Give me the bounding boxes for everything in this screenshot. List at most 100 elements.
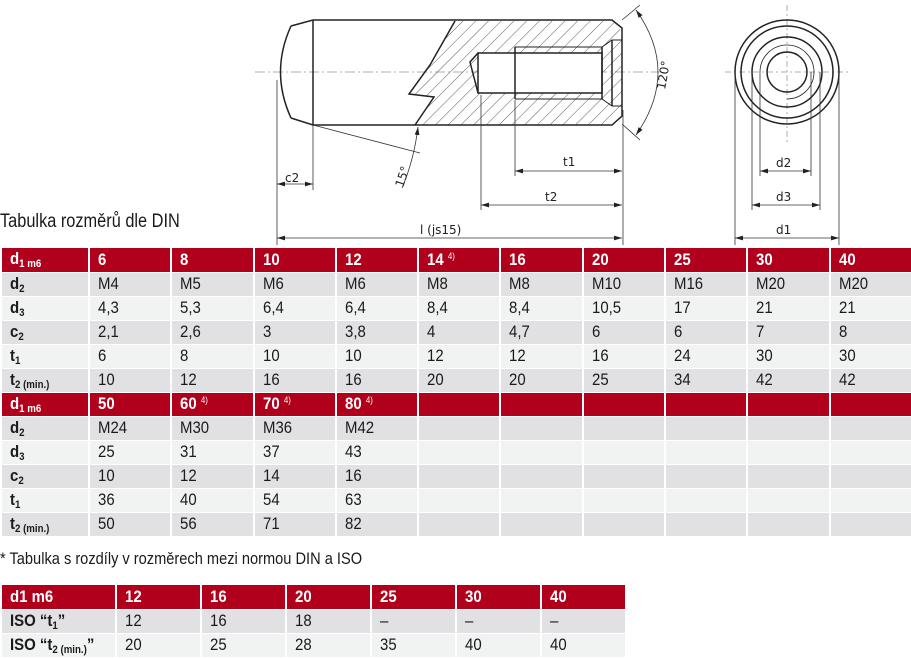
table-cell: M8: [499, 272, 584, 297]
header-cell: 8: [170, 248, 255, 273]
table-cell: 4,3: [87, 296, 173, 321]
table-cell: M24: [87, 416, 173, 441]
table-cell: [499, 512, 584, 537]
table-cell: 12: [115, 609, 202, 634]
table-cell: 37: [252, 440, 337, 465]
table-cell: 5,3: [170, 296, 255, 321]
table-cell: 24: [664, 344, 749, 369]
table-cell: 20: [499, 368, 584, 393]
table-cell: 40: [170, 488, 255, 513]
table-cell: [417, 464, 502, 489]
header-cell: 12: [115, 585, 202, 610]
header-cell: 60 4): [170, 392, 255, 417]
table-row: ISO “t1” 12 16 18 – – –: [0, 609, 627, 634]
header-cell: 40: [828, 248, 911, 273]
table-cell: [499, 464, 584, 489]
table-cell: 63: [334, 488, 420, 513]
table-cell: 6,4: [334, 296, 420, 321]
header-cell: 50: [87, 392, 173, 417]
table-cell: 3: [252, 320, 337, 345]
table-cell: M42: [334, 416, 420, 441]
table-cell: –: [455, 609, 542, 634]
table-cell: M16: [664, 272, 749, 297]
table-cell: 42: [828, 368, 911, 393]
header-cell: 20: [285, 585, 372, 610]
table-cell: [581, 512, 667, 537]
table-cell: [499, 440, 584, 465]
table-cell: 30: [746, 344, 831, 369]
table-cell: [581, 416, 667, 441]
label-d2: d2: [776, 156, 791, 170]
header-cell: 30: [455, 585, 542, 610]
table-cell: 6: [87, 344, 173, 369]
header-cell: [499, 392, 584, 417]
label-angle-120: 120°: [654, 60, 673, 91]
table-cell: 25: [581, 368, 667, 393]
label-t2: t2: [545, 190, 557, 204]
label-d1: d1: [776, 223, 791, 237]
table-cell: 8,4: [417, 296, 502, 321]
table-cell: [828, 464, 911, 489]
header-cell: [664, 392, 749, 417]
header-cell: [828, 392, 911, 417]
row-label: d1 m6: [0, 392, 90, 417]
header-cell: 25: [664, 248, 749, 273]
table-cell: [746, 488, 831, 513]
header-cell: 70 4): [252, 392, 337, 417]
row-label: t1: [0, 344, 90, 369]
table-cell: [746, 464, 831, 489]
table-cell: 16: [252, 368, 337, 393]
header-cell: 30: [746, 248, 831, 273]
table-cell: 17: [664, 296, 749, 321]
table-cell: [746, 440, 831, 465]
label-l: l (js15): [420, 223, 461, 237]
header-cell: 12: [334, 248, 420, 273]
table-cell: 16: [200, 609, 287, 634]
table-cell: M36: [252, 416, 337, 441]
table-cell: 10: [87, 368, 173, 393]
table-cell: 6: [581, 320, 667, 345]
table-cell: –: [540, 609, 627, 634]
table-cell: M20: [746, 272, 831, 297]
table-cell: –: [370, 609, 457, 634]
table-cell: 40: [540, 633, 627, 658]
table-cell: 35: [370, 633, 457, 658]
header-cell: 40: [540, 585, 627, 610]
table-cell: 12: [417, 344, 502, 369]
row-label: d2: [0, 272, 90, 297]
table-cell: 12: [170, 464, 255, 489]
table-cell: [664, 440, 749, 465]
header-cell: 80 4): [334, 392, 420, 417]
table-cell: 50: [87, 512, 173, 537]
table-cell: 20: [115, 633, 202, 658]
table-cell: 43: [334, 440, 420, 465]
table-cell: [664, 464, 749, 489]
table-cell: 10,5: [581, 296, 667, 321]
table-cell: 10: [252, 344, 337, 369]
table-row: ISO “t2 (min.)” 20 25 28 35 40 40: [0, 633, 627, 658]
table-cell: [828, 416, 911, 441]
table-cell: 28: [285, 633, 372, 658]
table-cell: [664, 512, 749, 537]
table-cell: 54: [252, 488, 337, 513]
table-cell: [581, 440, 667, 465]
table-cell: 42: [746, 368, 831, 393]
end-view-dimensions: [734, 72, 840, 245]
row-label: c2: [0, 464, 90, 489]
table-title: Tabulka rozměrů dle DIN: [0, 211, 180, 232]
row-label: ISO “t1”: [0, 609, 117, 634]
table-cell: M4: [87, 272, 173, 297]
row-label: ISO “t2 (min.)”: [0, 633, 117, 658]
row-label: d1 m6: [0, 248, 90, 273]
table-cell: [581, 464, 667, 489]
row-label: t1: [0, 488, 90, 513]
